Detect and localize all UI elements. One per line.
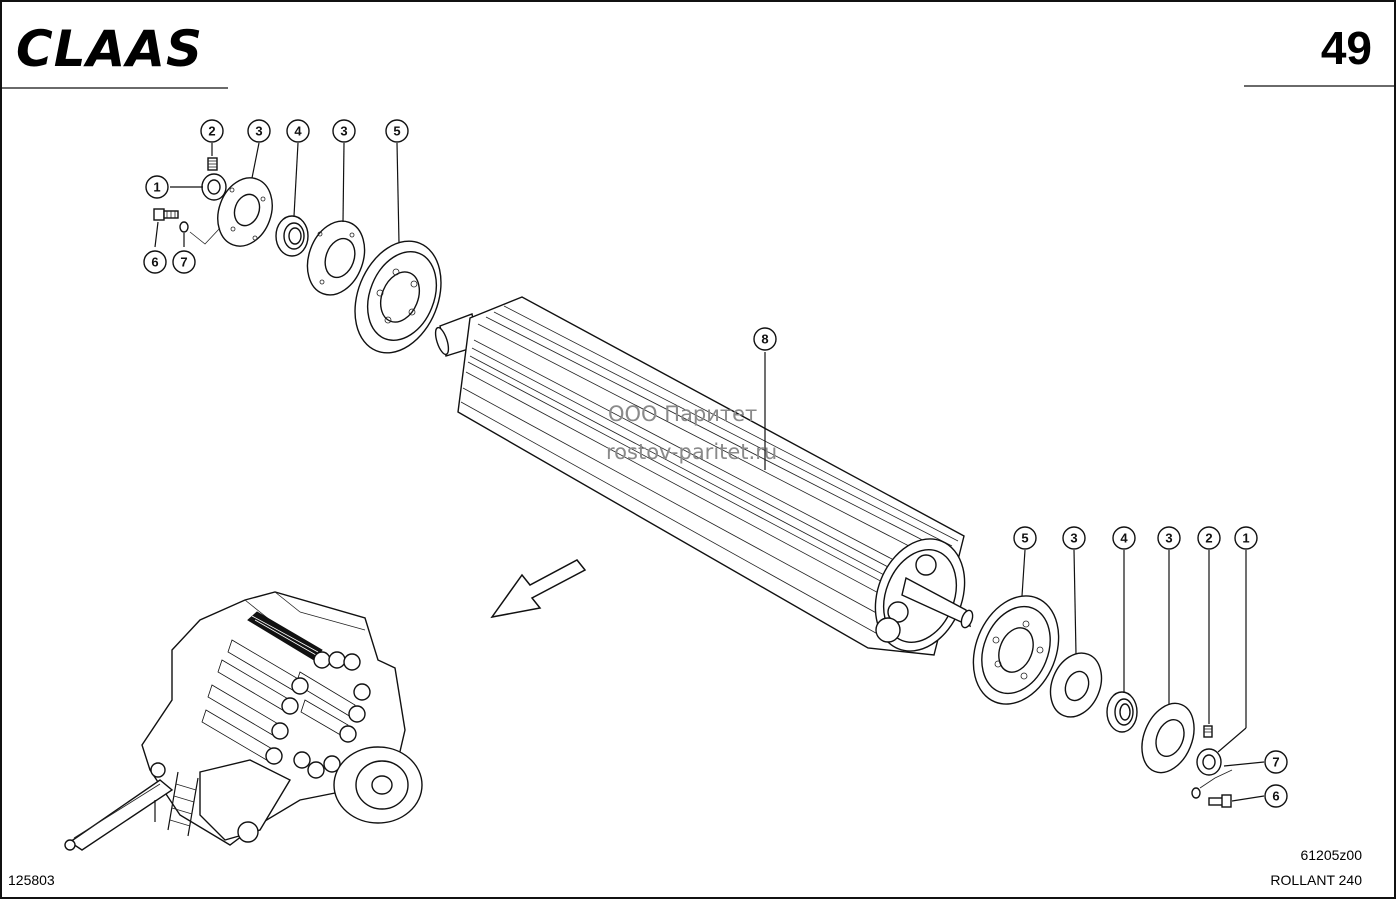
svg-text:8: 8 — [761, 332, 768, 347]
svg-text:7: 7 — [1272, 755, 1279, 770]
svg-text:6: 6 — [1272, 789, 1279, 804]
page-number: 49 — [1321, 22, 1372, 74]
callout-1-right: 1 — [1234, 526, 1258, 550]
callout-8: 8 — [753, 327, 777, 351]
svg-text:5: 5 — [393, 124, 400, 139]
svg-text:4: 4 — [1120, 531, 1128, 546]
claas-logo: CLAAS — [16, 20, 203, 78]
callout-5-left: 5 — [385, 119, 409, 143]
grease-nipple-right — [1203, 725, 1213, 738]
locking-collar-left — [201, 173, 227, 201]
flange-disc-right — [972, 595, 1060, 705]
locking-collar-right — [1196, 748, 1222, 776]
grooved-roller — [434, 296, 974, 656]
callouts-left: 1 2 3 4 3 5 6 7 — [143, 119, 409, 274]
callout-3-left-a: 3 — [247, 119, 271, 143]
callout-2-right: 2 — [1197, 526, 1221, 550]
washer-right — [1191, 787, 1201, 799]
svg-text:2: 2 — [1205, 531, 1212, 546]
callout-3-right-b: 3 — [1157, 526, 1181, 550]
callout-1-left: 1 — [145, 175, 169, 199]
callout-5-right: 5 — [1013, 526, 1037, 550]
baler-overview-illustration — [64, 591, 423, 851]
baler-ladder — [167, 771, 199, 837]
svg-text:7: 7 — [180, 255, 187, 270]
watermark-company: ООО Паритет — [608, 402, 757, 426]
callout-3-left-b: 3 — [332, 119, 356, 143]
flange-plate-left-2 — [306, 220, 366, 296]
svg-text:5: 5 — [1021, 531, 1028, 546]
svg-text:3: 3 — [255, 124, 262, 139]
roller-end-caps — [265, 651, 371, 779]
right-parts-group — [972, 549, 1265, 808]
watermark-website: rostov-paritet.ru — [606, 440, 777, 464]
svg-text:4: 4 — [294, 124, 302, 139]
svg-text:3: 3 — [1070, 531, 1077, 546]
grease-nipple-left — [207, 157, 218, 171]
roller-grooves — [460, 305, 959, 643]
bearing-left — [275, 215, 309, 257]
drawing-code: 61205z00 — [1300, 847, 1362, 863]
callout-3-right-a: 3 — [1062, 526, 1086, 550]
baler-wheel — [333, 746, 423, 824]
callout-4-right: 4 — [1112, 526, 1136, 550]
callout-6-left: 6 — [143, 250, 167, 274]
callout-4-left: 4 — [286, 119, 310, 143]
left-parts-group — [153, 142, 442, 354]
svg-text:2: 2 — [208, 124, 215, 139]
flange-plate-left-1 — [217, 177, 273, 247]
flange-disc-left — [354, 240, 442, 354]
svg-text:1: 1 — [1242, 531, 1249, 546]
washer-left — [179, 221, 189, 233]
flange-plate-right-2 — [1141, 702, 1195, 774]
bearing-right — [1106, 691, 1138, 733]
model-name: ROLLANT 240 — [1270, 872, 1362, 888]
svg-text:6: 6 — [151, 255, 158, 270]
flange-plate-right-1 — [1049, 652, 1103, 718]
brand-logo-text: CLAAS — [16, 20, 203, 78]
bolt-right — [1208, 794, 1232, 808]
svg-text:3: 3 — [340, 124, 347, 139]
bolt-left — [153, 208, 179, 221]
callout-7-left: 7 — [172, 250, 196, 274]
svg-text:3: 3 — [1165, 531, 1172, 546]
callouts-right: 5 3 4 3 2 1 7 6 — [1013, 526, 1288, 808]
svg-text:1: 1 — [153, 180, 160, 195]
callout-6-right: 6 — [1264, 784, 1288, 808]
callout-2-left: 2 — [200, 119, 224, 143]
location-arrow-icon — [490, 559, 587, 619]
callout-7-right: 7 — [1264, 750, 1288, 774]
document-code: 125803 — [8, 872, 55, 888]
